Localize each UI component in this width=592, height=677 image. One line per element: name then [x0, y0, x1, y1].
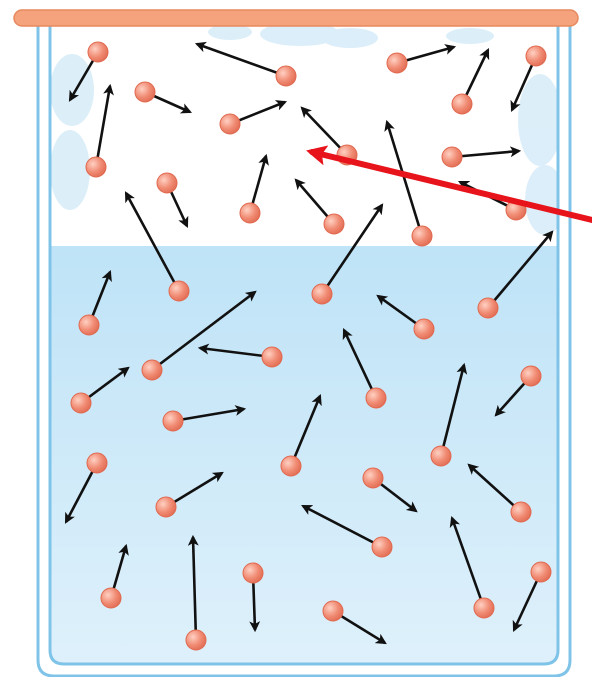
- molecule-dot: [281, 456, 301, 476]
- velocity-arrow: [96, 86, 110, 167]
- molecule-dot: [101, 588, 121, 608]
- molecule-dot: [387, 53, 407, 73]
- molecule-dot: [442, 147, 462, 167]
- molecule-dot: [156, 497, 176, 517]
- vapor-molecule: [387, 47, 454, 73]
- vapor-molecule: [296, 180, 344, 234]
- molecule-dot: [312, 284, 332, 304]
- molecule-dot: [412, 226, 432, 246]
- molecule-dot: [431, 446, 451, 466]
- molecule-dot: [414, 319, 434, 339]
- molecule-dot: [87, 453, 107, 473]
- molecule-dot: [86, 157, 106, 177]
- molecule-dot: [363, 468, 383, 488]
- molecule-dot: [511, 502, 531, 522]
- molecule-dot: [79, 315, 99, 335]
- molecule-dot: [71, 393, 91, 413]
- vapor-molecule: [197, 44, 296, 86]
- molecule-dot: [324, 214, 344, 234]
- molecule-dot: [521, 366, 541, 386]
- molecule-dot: [240, 203, 260, 223]
- molecule-dot: [372, 537, 392, 557]
- velocity-arrow: [197, 44, 286, 76]
- vapor-molecule: [135, 82, 190, 112]
- molecule-dot: [142, 360, 162, 380]
- molecule-dot: [526, 46, 546, 66]
- molecule-dot: [169, 281, 189, 301]
- molecule-dot: [323, 601, 343, 621]
- molecule-dot: [135, 82, 155, 102]
- molecule-dot: [220, 114, 240, 134]
- molecule-dot: [366, 388, 386, 408]
- lid: [14, 10, 578, 26]
- molecule-dot: [262, 347, 282, 367]
- molecule-dot: [474, 598, 494, 618]
- vapor-molecule: [240, 156, 266, 223]
- molecule-dot: [88, 42, 108, 62]
- molecule-dot: [276, 66, 296, 86]
- vapor-molecule: [442, 147, 519, 167]
- vapor-haze: [50, 22, 565, 235]
- molecule-dot: [452, 94, 472, 114]
- molecule-dot: [186, 630, 206, 650]
- vapor-molecule: [220, 102, 285, 134]
- vapor-molecule: [387, 122, 432, 246]
- vapor-molecule: [157, 173, 187, 226]
- molecule-dot: [163, 411, 183, 431]
- molecule-dot: [531, 562, 551, 582]
- molecule-dot: [478, 298, 498, 318]
- molecule-dot: [243, 563, 263, 583]
- vapor-molecule: [452, 50, 488, 114]
- molecule-dot: [157, 173, 177, 193]
